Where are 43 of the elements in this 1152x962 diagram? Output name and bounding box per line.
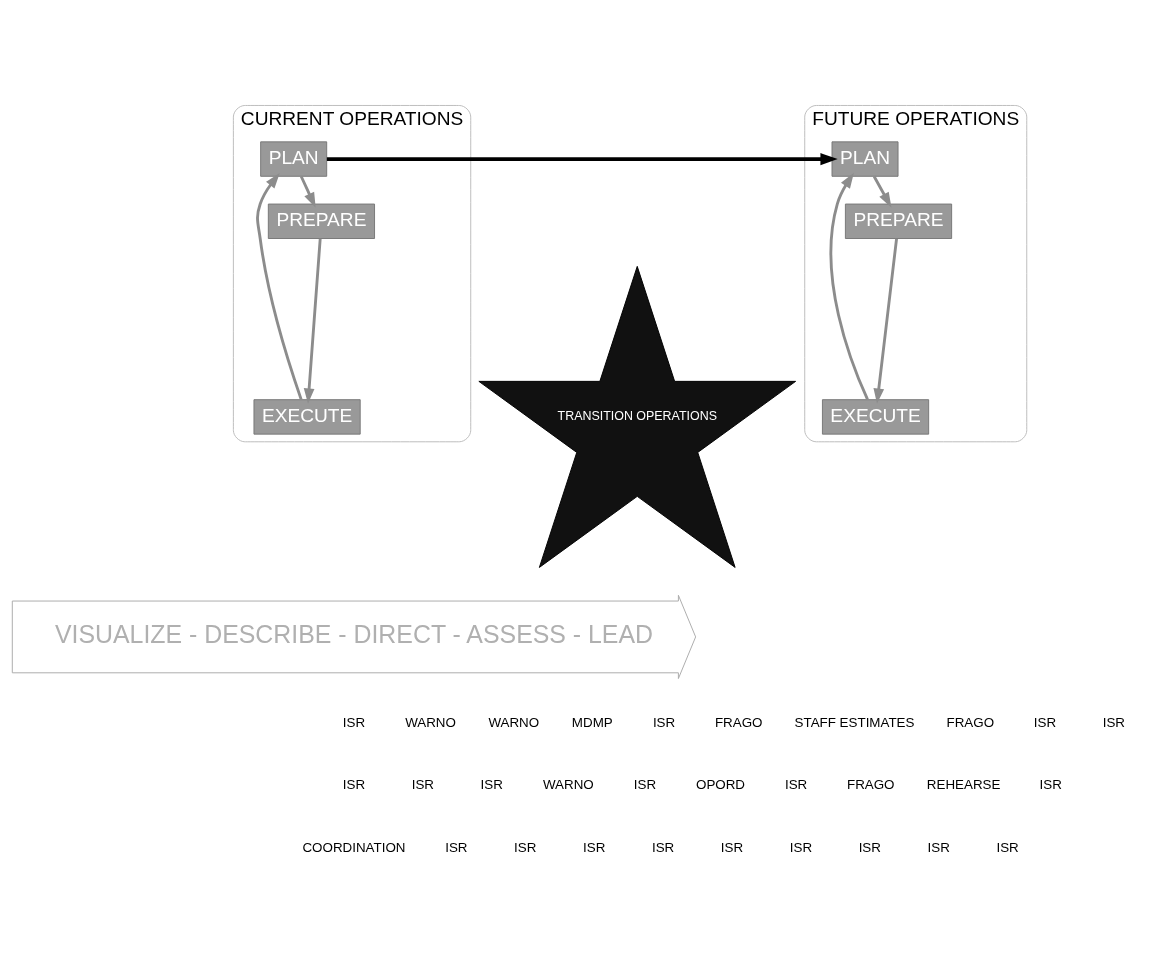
label: ISR [651, 838, 675, 854]
label: ISR [480, 776, 503, 792]
label: WARNO [488, 714, 540, 730]
node-box: PLAN [260, 140, 328, 177]
arrow [326, 152, 838, 165]
label: FRAGO [846, 776, 895, 792]
arrow [303, 238, 322, 404]
label: ISR [720, 838, 744, 854]
arrow [829, 172, 869, 400]
arrow [256, 172, 303, 400]
label: WARNO [405, 714, 456, 730]
label: ISR [445, 838, 468, 854]
label: ISR [1039, 776, 1062, 792]
label: ISR [789, 838, 813, 854]
label: ISR [652, 714, 676, 730]
label: WARNO [542, 776, 594, 792]
label: MDMP [571, 714, 613, 730]
label: STAFF ESTIMATES [794, 714, 915, 730]
label: ISR [633, 776, 657, 792]
label: ISR [342, 714, 366, 730]
label: ISR [784, 776, 808, 792]
label: ISR [858, 838, 881, 854]
label: COORDINATION [302, 838, 406, 854]
label: ISR [927, 838, 950, 854]
node-box: EXECUTE [253, 398, 361, 435]
label: REHEARSE [926, 776, 1001, 792]
label: ISR [583, 838, 606, 854]
label: ISR [411, 776, 435, 792]
label: FRAGO [946, 714, 995, 730]
label: ISR [342, 776, 366, 792]
node-box: PREPARE [844, 203, 953, 239]
label: ISR [996, 838, 1019, 854]
label: ISR [1033, 714, 1057, 730]
node-box: PREPARE [267, 203, 376, 239]
arrow [872, 175, 892, 208]
label: OPORD [695, 776, 746, 792]
arrow [299, 175, 316, 208]
arrow [873, 238, 898, 404]
label: FRAGO [714, 714, 763, 730]
label: ISR [514, 838, 537, 854]
node-box: EXECUTE [821, 398, 930, 435]
label: ISR [1102, 714, 1125, 730]
node-box: PLAN [831, 140, 899, 177]
